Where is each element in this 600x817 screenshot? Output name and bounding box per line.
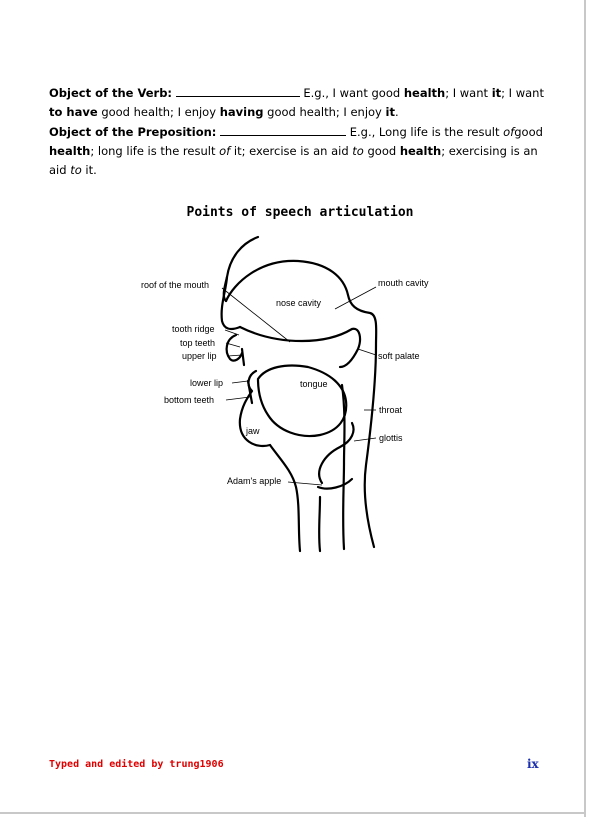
page-number: ix (527, 757, 539, 771)
label-jaw: jaw (245, 426, 260, 436)
bold-word: having (219, 105, 264, 119)
label-nose: nose cavity (276, 298, 322, 308)
bold-word: to have (49, 105, 98, 119)
label-roof: roof of the mouth (141, 280, 209, 290)
figure-title: Points of speech articulation (186, 205, 414, 220)
label-object-of-preposition: Object of the Preposition: (49, 125, 217, 139)
label-lower-lip: lower lip (190, 378, 223, 388)
paragraph-object-of-verb: Object of the Verb: E.g., I want good he… (49, 84, 549, 122)
label-mouth-cavity: mouth cavity (378, 278, 429, 288)
italic-word: of (503, 125, 515, 139)
label-bottom-teeth: bottom teeth (164, 395, 214, 405)
speech-articulation-diagram: roof of the mouth nose cavity mouth cavi… (141, 235, 429, 553)
italic-word: to (352, 144, 364, 158)
bold-word: it (491, 86, 502, 100)
label-top-teeth: top teeth (180, 338, 215, 348)
text-run: E.g., Long life is the result (349, 125, 500, 139)
label-glottis: glottis (379, 433, 403, 443)
italic-word: of (219, 144, 231, 158)
bold-word: health (399, 144, 442, 158)
paragraph-object-of-preposition: Object of the Preposition: E.g., Long li… (49, 123, 549, 180)
label-tongue: tongue (300, 379, 328, 389)
italic-word: to (70, 163, 82, 177)
label-throat: throat (379, 405, 403, 415)
text-run: E.g., I want good (303, 86, 401, 100)
label-adams-apple: Adam's apple (227, 476, 281, 486)
bold-word: health (49, 144, 91, 158)
text-run: good (367, 144, 397, 158)
page-edge-right (584, 0, 586, 817)
text-run: ; I want (501, 86, 544, 100)
page-edge-bottom (0, 812, 586, 814)
text-run: good health; I enjoy (267, 105, 382, 119)
label-soft-palate: soft palate (378, 351, 420, 361)
bold-word: it (385, 105, 395, 119)
fill-in-blank (175, 85, 300, 97)
text-run: . (93, 163, 97, 177)
text-run: ; exercising is an aid (49, 144, 538, 177)
text-run: it (85, 163, 94, 177)
text-run: ; exercise is an aid (241, 144, 349, 158)
text-run: . (394, 105, 399, 119)
text-run: ; I want (445, 86, 489, 100)
fill-in-blank (220, 124, 347, 136)
label-upper-lip: upper lip (182, 351, 217, 361)
label-tooth-ridge: tooth ridge (172, 324, 215, 334)
text-run: ; long life is the result (90, 144, 216, 158)
label-object-of-verb: Object of the Verb: (49, 86, 173, 100)
footer-credit: Typed and edited by trung1906 (49, 759, 224, 770)
bold-word: health (403, 86, 446, 100)
head-outline (220, 235, 378, 553)
leader-lines (221, 286, 377, 486)
text-run: it (233, 144, 242, 158)
text-run: good (514, 125, 543, 139)
text-run: good health; I enjoy (101, 105, 217, 119)
